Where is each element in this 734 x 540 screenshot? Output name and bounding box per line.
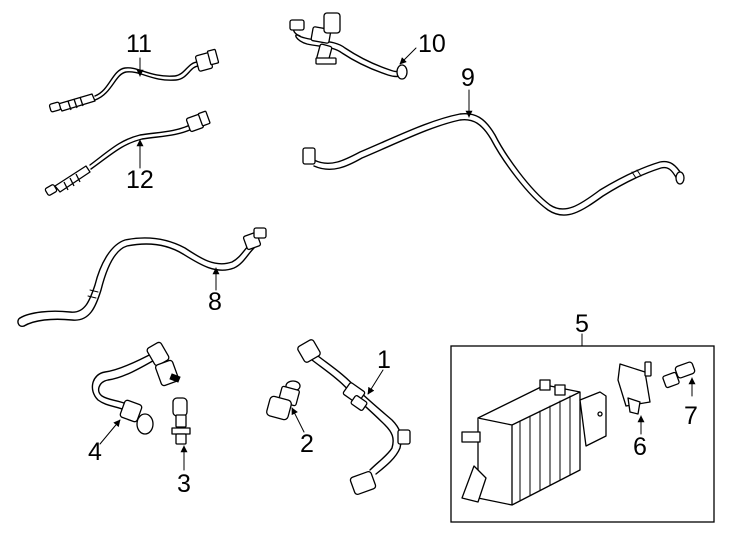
- callout-5: 5: [575, 310, 589, 338]
- callout-9: 9: [461, 64, 475, 92]
- callout-labels: 11 12 10 9 8 1 2 3 4 5 6 7: [88, 30, 698, 498]
- part-10-vapor-hose: [289, 12, 408, 80]
- callout-4: 4: [88, 438, 102, 466]
- part-11-oxygen-sensor: [48, 48, 220, 113]
- callout-11: 11: [126, 30, 152, 58]
- part-12-oxygen-sensor: [44, 110, 211, 196]
- part-3-sensor: [171, 397, 191, 445]
- callout-10: 10: [418, 30, 446, 58]
- part-1-purge-line: [297, 339, 411, 496]
- part-4-purge-hose: [91, 341, 181, 435]
- part-2-valve-connector: [266, 380, 301, 421]
- callout-7: 7: [684, 402, 698, 430]
- callout-1: 1: [377, 346, 391, 374]
- part-9-vapor-line: [302, 112, 685, 216]
- callout-3: 3: [177, 470, 191, 498]
- callout-12: 12: [126, 166, 154, 194]
- part-8-vapor-line: [17, 227, 267, 328]
- part-7-fitting: [662, 361, 696, 389]
- part-6-sensor-module: [617, 361, 652, 415]
- leader-lines: [99, 47, 696, 471]
- callout-8: 8: [208, 288, 222, 316]
- callout-6: 6: [633, 433, 647, 461]
- callout-2: 2: [300, 430, 314, 458]
- part-5-canister: [461, 379, 607, 506]
